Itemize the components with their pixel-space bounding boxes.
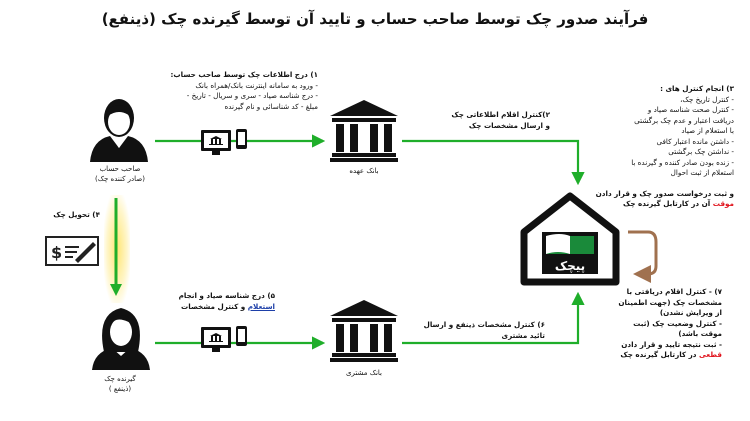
issuer-label: صاحب حساب (صادر کننده چک) [95,165,145,183]
customer-bank-icon [330,300,398,362]
page-title: فرآیند صدور چک توسط صاحب حساب و تایید آن… [101,10,649,28]
arrow-bank2-to-pichak [402,291,585,345]
step5-text: ۵) درج شناسه صیاد و انجام استعلام و کنتر… [178,291,275,311]
cheque-icon: $ [45,236,99,266]
receiver-label: گیرنده چک (ذینفع ) [104,375,136,393]
issuer-bank-label: بانک عهده [349,167,379,175]
loop-arrow [628,230,658,283]
svg-text:$: $ [51,243,62,262]
step1-text: ۱) درج اطلاعات چک توسط صاحب حساب: - ورود… [170,70,318,111]
svg-text:پیچک: پیچک [555,259,585,273]
computer-phone-icon-bottom [201,326,247,352]
step3-text: ۳) انجام کنترل های : - کنترل تاریخ چک، -… [595,84,734,208]
arrow-delivery [110,198,122,296]
computer-phone-icon-top [201,129,247,155]
step4-label: ۴) تحویل چک [53,210,100,219]
man-avatar-icon [90,99,148,162]
step2-text: ۲)کنترل اقلام اطلاعاتی چک و ارسال مشخصات… [451,110,550,130]
woman-avatar-icon [92,308,150,370]
step6-text: ۶) کنترل مشخصات ذینفع و ارسال تائید مشتر… [423,320,545,340]
arrow-bank-to-pichak [402,139,585,186]
customer-bank-label: بانک مشتری [346,369,382,377]
step7-text: ۷) - کنترل اقلام دریافتی با مشخصات چک (ج… [618,287,722,359]
issuer-bank-icon [330,100,398,162]
pichak-logo: پیچک [520,192,620,286]
inquiry-link[interactable]: استعلام [247,301,275,311]
